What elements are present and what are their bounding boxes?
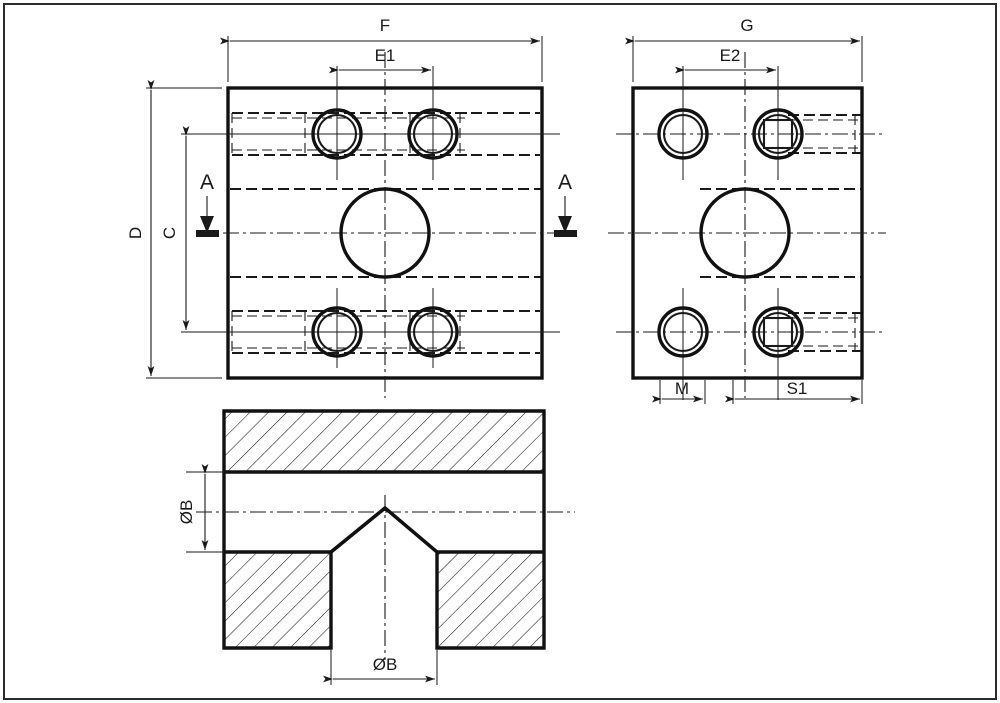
front-hole-bottom-right [407,306,459,358]
dimension-F-label: F [380,16,390,35]
dimension-C: C [160,126,222,333]
dimension-dia-B-vertical-label: ØB [177,500,196,525]
dimension-F: F [220,16,543,82]
section-hatch-lower-left [224,552,331,648]
section-drill-cone [329,505,439,554]
section-hatch-lower-right [437,552,544,648]
dimension-dia-B-horizontal-label: ØB [373,655,398,674]
dimension-G-label: G [740,16,753,35]
side-hole-bottom-right [752,306,804,358]
dimension-E2: E2 [675,46,779,110]
front-view: F E1 D C [126,16,577,398]
section-mark-A-right: A [554,171,577,237]
section-mark-A-left: A [196,171,219,237]
front-hole-bottom-left [311,306,363,358]
section-hatch-upper [224,411,544,472]
dimension-dia-B-horizontal: ØB [323,650,438,685]
dimension-M-label: M [675,379,689,398]
section-mark-A-left-label: A [200,171,214,194]
dimension-M: M [652,379,706,404]
side-view: G E2 M S1 [608,16,886,404]
dimension-G: G [625,16,863,82]
dimension-D-label: D [126,227,145,239]
dimension-C-label: C [160,227,179,239]
dimension-D: D [126,80,222,379]
dimension-S1-label: S1 [787,379,808,398]
dimension-S1: S1 [725,379,863,404]
section-mark-A-right-label: A [558,171,572,194]
dimension-E1: E1 [329,46,434,110]
front-center-bore [339,187,431,279]
side-center-bore [699,187,791,279]
sheet-border [3,3,997,700]
section-view-a-a: ØB ØB [177,409,575,685]
side-hole-bottom-left [657,306,709,358]
dimension-E1-label: E1 [375,46,396,65]
dimension-dia-B-vertical: ØB [177,464,228,553]
dimension-E2-label: E2 [720,46,741,65]
